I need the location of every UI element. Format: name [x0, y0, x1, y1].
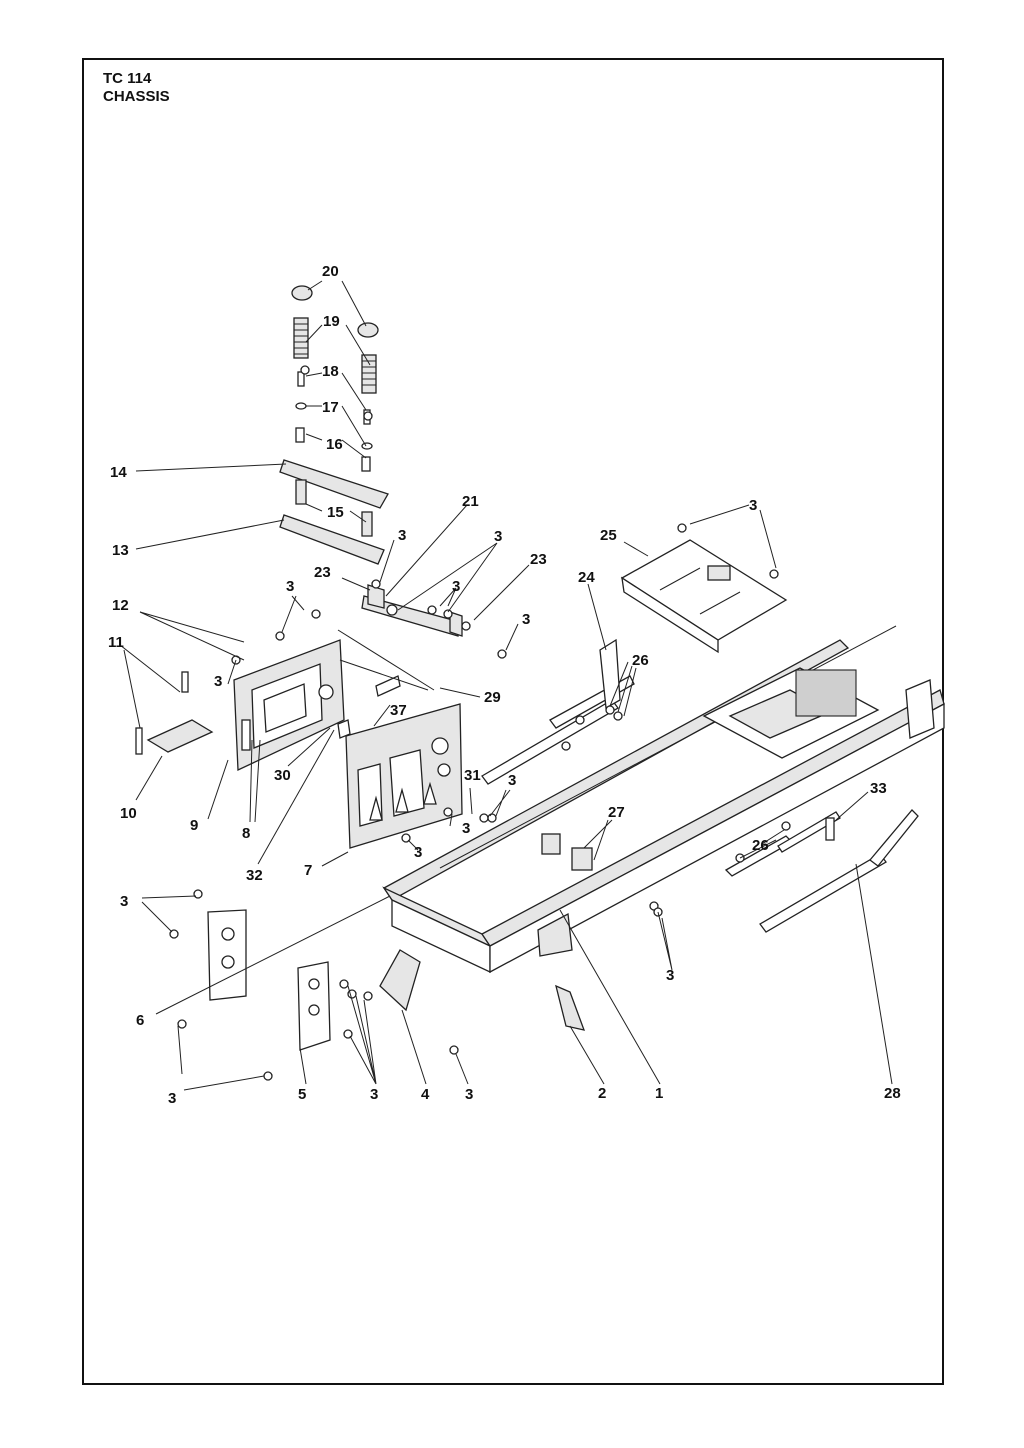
- callout-3: 3: [398, 527, 406, 544]
- callout-3: 3: [522, 611, 530, 628]
- callout-26: 26: [752, 837, 769, 854]
- callout-3: 3: [508, 772, 516, 789]
- callout-25: 25: [600, 527, 617, 544]
- callout-26: 26: [632, 652, 649, 669]
- callout-7: 7: [304, 862, 312, 879]
- callout-3: 3: [370, 1086, 378, 1103]
- side-plate-right-7: [345, 703, 463, 849]
- main-frame-1: [382, 625, 945, 974]
- section-name: CHASSIS: [103, 88, 170, 105]
- callout-8: 8: [242, 825, 250, 842]
- model-code: TC 114: [103, 70, 152, 87]
- callout-31: 31: [464, 767, 481, 784]
- callout-29: 29: [484, 689, 501, 706]
- callout-9: 9: [190, 817, 198, 834]
- callout-37: 37: [390, 702, 407, 719]
- callout-3: 3: [749, 497, 757, 514]
- side-plate-left-8: [233, 639, 345, 772]
- brackets-2-4-5-6: [207, 833, 593, 1051]
- callout-3: 3: [120, 893, 128, 910]
- callout-33: 33: [870, 780, 887, 797]
- callout-12: 12: [112, 597, 129, 614]
- leader-lines: [119, 280, 893, 1091]
- callout-2: 2: [598, 1085, 606, 1102]
- callout-5: 5: [298, 1086, 306, 1103]
- callout-10: 10: [120, 805, 137, 822]
- callout-30: 30: [274, 767, 291, 784]
- seat-bracket-21-22: [361, 584, 463, 637]
- callout-24: 24: [578, 569, 595, 586]
- callout-3: 3: [168, 1090, 176, 1107]
- callout-32: 32: [246, 867, 263, 884]
- callout-3: 3: [286, 578, 294, 595]
- callout-3: 3: [214, 673, 222, 690]
- callout-3: 3: [462, 820, 470, 837]
- callout-16: 16: [326, 436, 343, 453]
- callout-1: 1: [655, 1085, 663, 1102]
- callout-3: 3: [414, 844, 422, 861]
- callout-3: 3: [666, 967, 674, 984]
- callout-21: 21: [462, 493, 479, 510]
- callout-3: 3: [465, 1086, 473, 1103]
- callout-27: 27: [608, 804, 625, 821]
- bolts: [169, 365, 835, 1081]
- callout-6: 6: [136, 1012, 144, 1029]
- callout-14: 14: [110, 464, 127, 481]
- callout-23: 23: [530, 551, 547, 568]
- plates-10-11: [135, 671, 214, 755]
- callout-labels: 20 19 18 17 16 14 15 13 21 3 3 3 25 23 2…: [108, 263, 901, 1107]
- callout-18: 18: [322, 363, 339, 380]
- rear-bars-28: [724, 809, 919, 933]
- callout-23: 23: [314, 564, 331, 581]
- callout-17: 17: [322, 399, 339, 416]
- callout-22: 3: [494, 528, 502, 545]
- callout-28: 28: [884, 1085, 901, 1102]
- callout-20: 20: [322, 263, 339, 280]
- callout-13: 13: [112, 542, 129, 559]
- callout-15: 15: [327, 504, 344, 521]
- callout-11: 11: [108, 634, 124, 651]
- seat-plate-25: [620, 539, 788, 654]
- callout-19: 19: [323, 313, 340, 330]
- callout-4: 4: [421, 1086, 430, 1103]
- diagram-title: TC 114 CHASSIS: [103, 70, 170, 106]
- callout-3: 3: [452, 578, 460, 595]
